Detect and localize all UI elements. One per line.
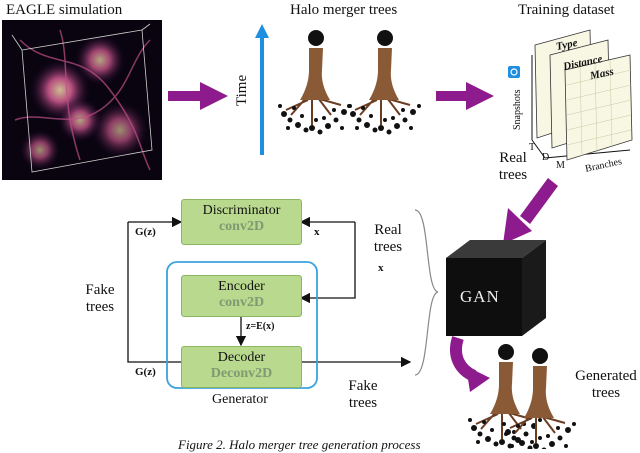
decoder-name: Decoder [217, 350, 266, 365]
x-mid-label: x [378, 262, 384, 274]
gan-cube-icon [446, 240, 546, 336]
halo-label: Halo merger trees [290, 2, 398, 18]
encoder-layer: conv2D [218, 295, 265, 310]
x-top-label: x [314, 226, 320, 238]
real-trees-flow-label: Real trees [373, 222, 403, 255]
arrow-dataset-to-gan [503, 178, 558, 244]
gz-top-label: G(z) [135, 226, 156, 238]
time-label: Time [234, 74, 250, 106]
encoder-name: Encoder [218, 279, 265, 294]
z-label: z=E(x) [246, 321, 275, 332]
time-arrow [255, 24, 269, 155]
discriminator-box: Discriminator conv2D [181, 199, 302, 245]
merger-tree-icon [277, 29, 422, 136]
training-label: Training dataset [518, 2, 615, 18]
fake-trees-bottom-label: Fake trees [348, 378, 378, 411]
axis-d-label: D [542, 152, 550, 163]
discriminator-name: Discriminator [202, 203, 281, 218]
brace [414, 209, 439, 376]
arrow-trees-to-dataset [436, 82, 494, 110]
decoder-box: Decoder Deconv2D [181, 346, 302, 388]
gan-label: GAN [460, 287, 500, 306]
figure-caption: Figure 2. Halo merger tree generation pr… [178, 437, 421, 452]
axis-t-label: T [529, 142, 536, 153]
generated-trees-label: Generated trees [575, 368, 637, 401]
real-trees-top-label: Real trees [498, 150, 528, 183]
generator-outline [166, 261, 318, 389]
encoder-box: Encoder conv2D [181, 275, 302, 317]
generator-label: Generator [212, 392, 268, 407]
simulation-cube-image [2, 20, 162, 180]
snapshots-axis-label: Snapshots [512, 89, 523, 130]
fake-trees-left-label: Fake trees [85, 282, 115, 315]
generated-trees-icon [467, 343, 577, 449]
arrow-eagle-to-trees [168, 82, 228, 110]
discriminator-layer: conv2D [218, 219, 265, 234]
axis-m-label: M [556, 160, 565, 171]
decoder-layer: Deconv2D [210, 366, 273, 381]
eagle-label: EAGLE simulation [6, 2, 123, 18]
dataset-stack-icon [508, 29, 633, 161]
arrow-gan-to-generated [450, 336, 490, 392]
flow-lines [127, 216, 412, 368]
gz-bottom-label: G(z) [135, 366, 156, 378]
